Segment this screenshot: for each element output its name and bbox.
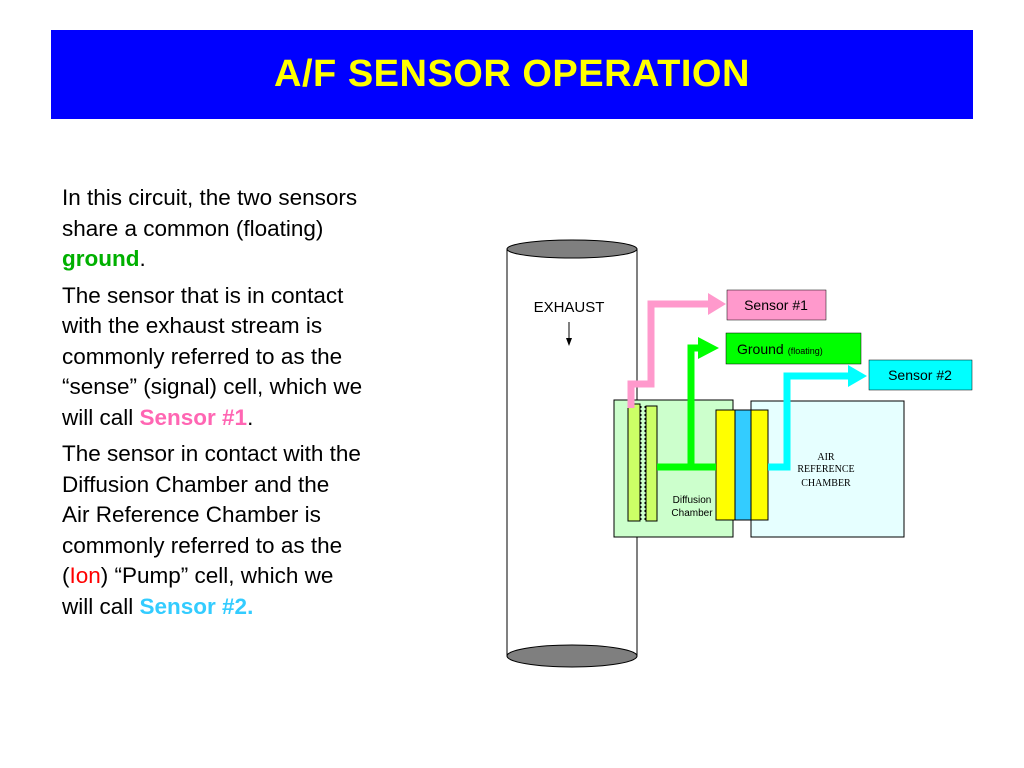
p2-pre: will call	[62, 404, 140, 430]
sensor1-arrowhead	[708, 293, 726, 315]
p1-line-1: In this circuit, the two sensors	[62, 185, 358, 210]
air-ref-label-line-2: REFERENCE	[797, 464, 854, 475]
p2-line-4: “sense” (signal) cell, which we	[62, 374, 363, 399]
sensor1-label-box	[726, 289, 827, 321]
air-ref-label-line-3: CHAMBER	[801, 478, 851, 489]
sensor2-wire	[768, 365, 867, 471]
p3-line-4: commonly referred to as the	[62, 532, 343, 558]
exhaust-flow-arrow	[566, 322, 572, 346]
sensor1-keyword: Sensor #1	[139, 404, 248, 430]
ion-keyword: Ion	[69, 563, 101, 588]
title-bar: A/F SENSOR OPERATION	[51, 30, 973, 119]
paragraph-3: The sensor in contact with the Diffusion…	[62, 439, 452, 622]
p3-line-3: Air Reference Chamber is	[62, 502, 321, 527]
sensor2-label: Sensor #2	[888, 367, 952, 383]
paragraph-1: In this circuit, the two sensors share a…	[62, 183, 452, 275]
p3-close: ) “Pump” cell, which we	[100, 563, 334, 588]
p2-line-1: The sensor that is in contact	[62, 282, 344, 308]
p1-end: .	[139, 246, 146, 271]
diffusion-label-line-1: Diffusion	[673, 495, 712, 506]
air-ref-label-line-1: AIR	[817, 452, 835, 463]
slide-title: A/F SENSOR OPERATION	[274, 53, 750, 95]
sensor2-cell	[715, 409, 769, 521]
p2-line-3: commonly referred to as the	[62, 343, 343, 369]
p1-line-2: share a common (floating)	[62, 215, 324, 241]
p3-line-2: Diffusion Chamber and the	[62, 471, 330, 497]
body-text: In this circuit, the two sensors share a…	[62, 183, 452, 628]
sensor2-keyword: Sensor #2.	[139, 593, 254, 619]
p3-line-1: The sensor in contact with the	[62, 441, 361, 466]
ground-keyword: ground	[62, 246, 140, 271]
p3-open: (	[62, 563, 70, 588]
p3-pre: will call	[62, 593, 140, 619]
sensor1-wire	[627, 293, 726, 408]
sensor2-arrowhead	[848, 365, 867, 387]
p2-end: .	[247, 404, 254, 430]
ground-label-main: Ground	[737, 341, 784, 357]
ground-label-box	[725, 332, 862, 365]
exhaust-label: EXHAUST	[534, 299, 605, 316]
p2-line-2: with the exhaust stream is	[62, 313, 323, 338]
sensor2-label-box	[868, 359, 973, 391]
paragraph-2: The sensor that is in contact with the e…	[62, 281, 452, 434]
ground-label-sub: (floating)	[788, 346, 823, 356]
exhaust-pipe-top	[506, 239, 638, 259]
ground-wire	[657, 337, 719, 471]
sensor1-label: Sensor #1	[744, 297, 808, 313]
ground-arrowhead	[698, 337, 719, 359]
ground-label: Ground (floating)	[737, 341, 823, 357]
exhaust-pipe-bottom	[506, 644, 638, 668]
diffusion-label-line-2: Chamber	[671, 508, 713, 519]
